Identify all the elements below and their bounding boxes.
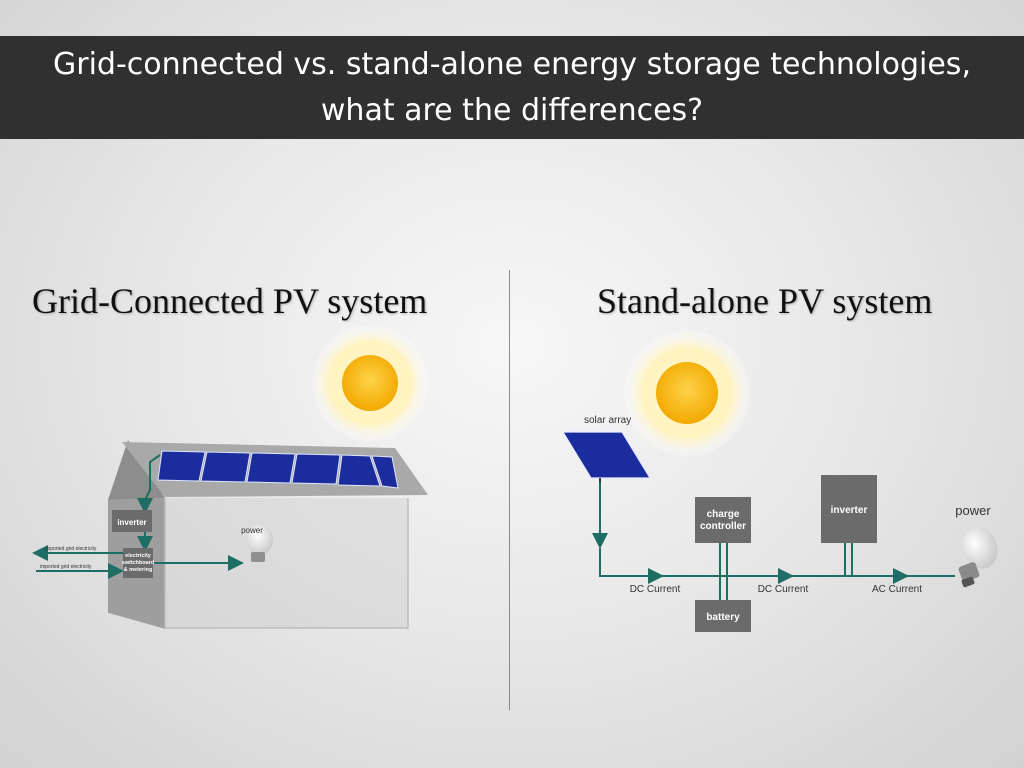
switchboard-label-2: switchboard: [122, 560, 154, 566]
switchboard-box: electricity switchboard & metering: [122, 548, 154, 578]
switchboard-label-3: & metering: [124, 567, 153, 573]
standalone-heading: Stand-alone PV system: [597, 281, 933, 321]
dc-current-label-1: DC Current: [630, 584, 681, 595]
title-line-1: Grid-connected vs. stand-alone energy st…: [53, 47, 971, 82]
solar-array-panel: [561, 431, 652, 482]
battery-box: battery: [695, 600, 751, 632]
standalone-sun-icon: [624, 330, 750, 456]
standalone-wiring: [592, 482, 955, 604]
standalone-lightbulb-icon: [958, 527, 998, 588]
grid-inverter-box: inverter: [112, 510, 152, 532]
dc-current-label-2: DC Current: [758, 584, 809, 595]
standalone-power-label: power: [955, 503, 991, 518]
panel-divider: [509, 270, 510, 710]
grid-lightbulb-icon: [247, 525, 273, 562]
title-line-2: what are the differences?: [320, 93, 704, 128]
ac-current-label: AC Current: [872, 584, 922, 595]
switchboard-label-1: electricity: [125, 553, 152, 559]
exported-electricity-label: exported grid electricity: [45, 546, 97, 552]
solar-array-label: solar array: [584, 415, 631, 426]
standalone-inverter-box: inverter: [821, 475, 877, 543]
grid-connected-heading: Grid-Connected PV system: [32, 281, 428, 321]
grid-wiring: [32, 454, 244, 579]
charge-controller-label-1: charge: [707, 509, 740, 520]
grid-power-label: power: [241, 526, 263, 535]
title-banner: Grid-connected vs. stand-alone energy st…: [0, 36, 1024, 139]
charge-controller-box: charge controller: [695, 497, 751, 543]
rooftop-solar-panels: [157, 450, 399, 489]
grid-inverter-label: inverter: [117, 518, 146, 527]
imported-electricity-label: imported grid electricity: [40, 564, 92, 570]
standalone-inverter-label: inverter: [831, 505, 868, 516]
charge-controller-label-2: controller: [700, 521, 746, 532]
battery-label: battery: [706, 612, 740, 623]
grid-sun-icon: [312, 325, 428, 441]
